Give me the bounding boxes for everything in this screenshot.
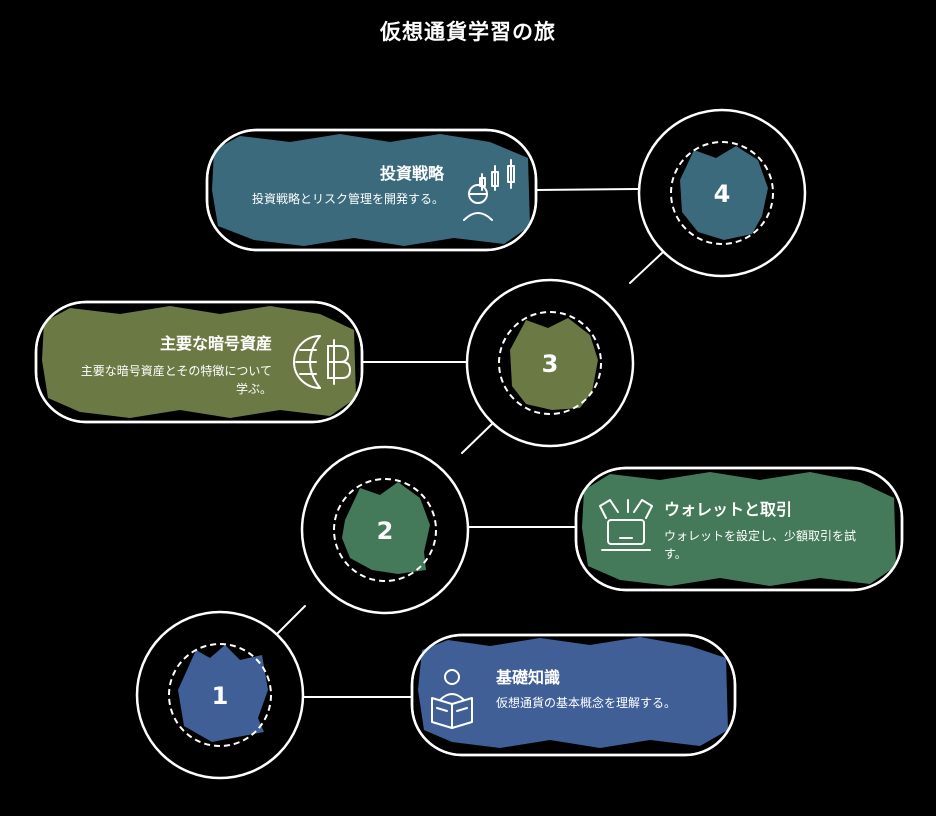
step-circle-4: 4	[637, 108, 807, 278]
card-3-shape	[34, 300, 364, 424]
card-1-shape	[410, 633, 737, 757]
step-heading-2: ウォレットと取引	[664, 500, 793, 519]
connector-3-4	[629, 252, 663, 284]
step-number-1: 1	[212, 682, 229, 710]
connector-1-2	[274, 605, 306, 637]
step-description-1: 仮想通貨の基本概念を理解する。	[496, 696, 677, 710]
laptop-hands-icon	[599, 499, 653, 551]
card-4-shape	[205, 128, 538, 252]
globe-bitcoin-icon	[293, 335, 352, 389]
step-description-3: 主要な暗号資産とその特徴について学ぶ。	[80, 364, 272, 396]
step-description-2: ウォレットを設定し、少額取引を試す。	[664, 529, 857, 561]
card-2-shape	[574, 466, 904, 592]
step-circle-1: 1	[135, 610, 305, 780]
step-description-4: 投資戦略とリスク管理を開発する。	[251, 192, 444, 206]
step-circle-3: 3	[465, 278, 635, 448]
connector-4-card	[535, 188, 641, 191]
reading-person-icon	[431, 669, 473, 729]
step-number-2: 2	[377, 517, 394, 545]
diagram-title: 仮想通貨学習の旅	[380, 20, 556, 44]
step-number-3: 3	[542, 350, 559, 378]
connector-2-3	[461, 423, 493, 454]
step-heading-3: 主要な暗号資産	[159, 334, 272, 353]
step-number-4: 4	[714, 180, 731, 208]
investor-candlestick-icon	[463, 159, 515, 221]
step-heading-4: 投資戦略	[379, 164, 444, 183]
step-heading-1: 基礎知識	[496, 668, 561, 687]
step-circle-2: 2	[300, 445, 470, 615]
